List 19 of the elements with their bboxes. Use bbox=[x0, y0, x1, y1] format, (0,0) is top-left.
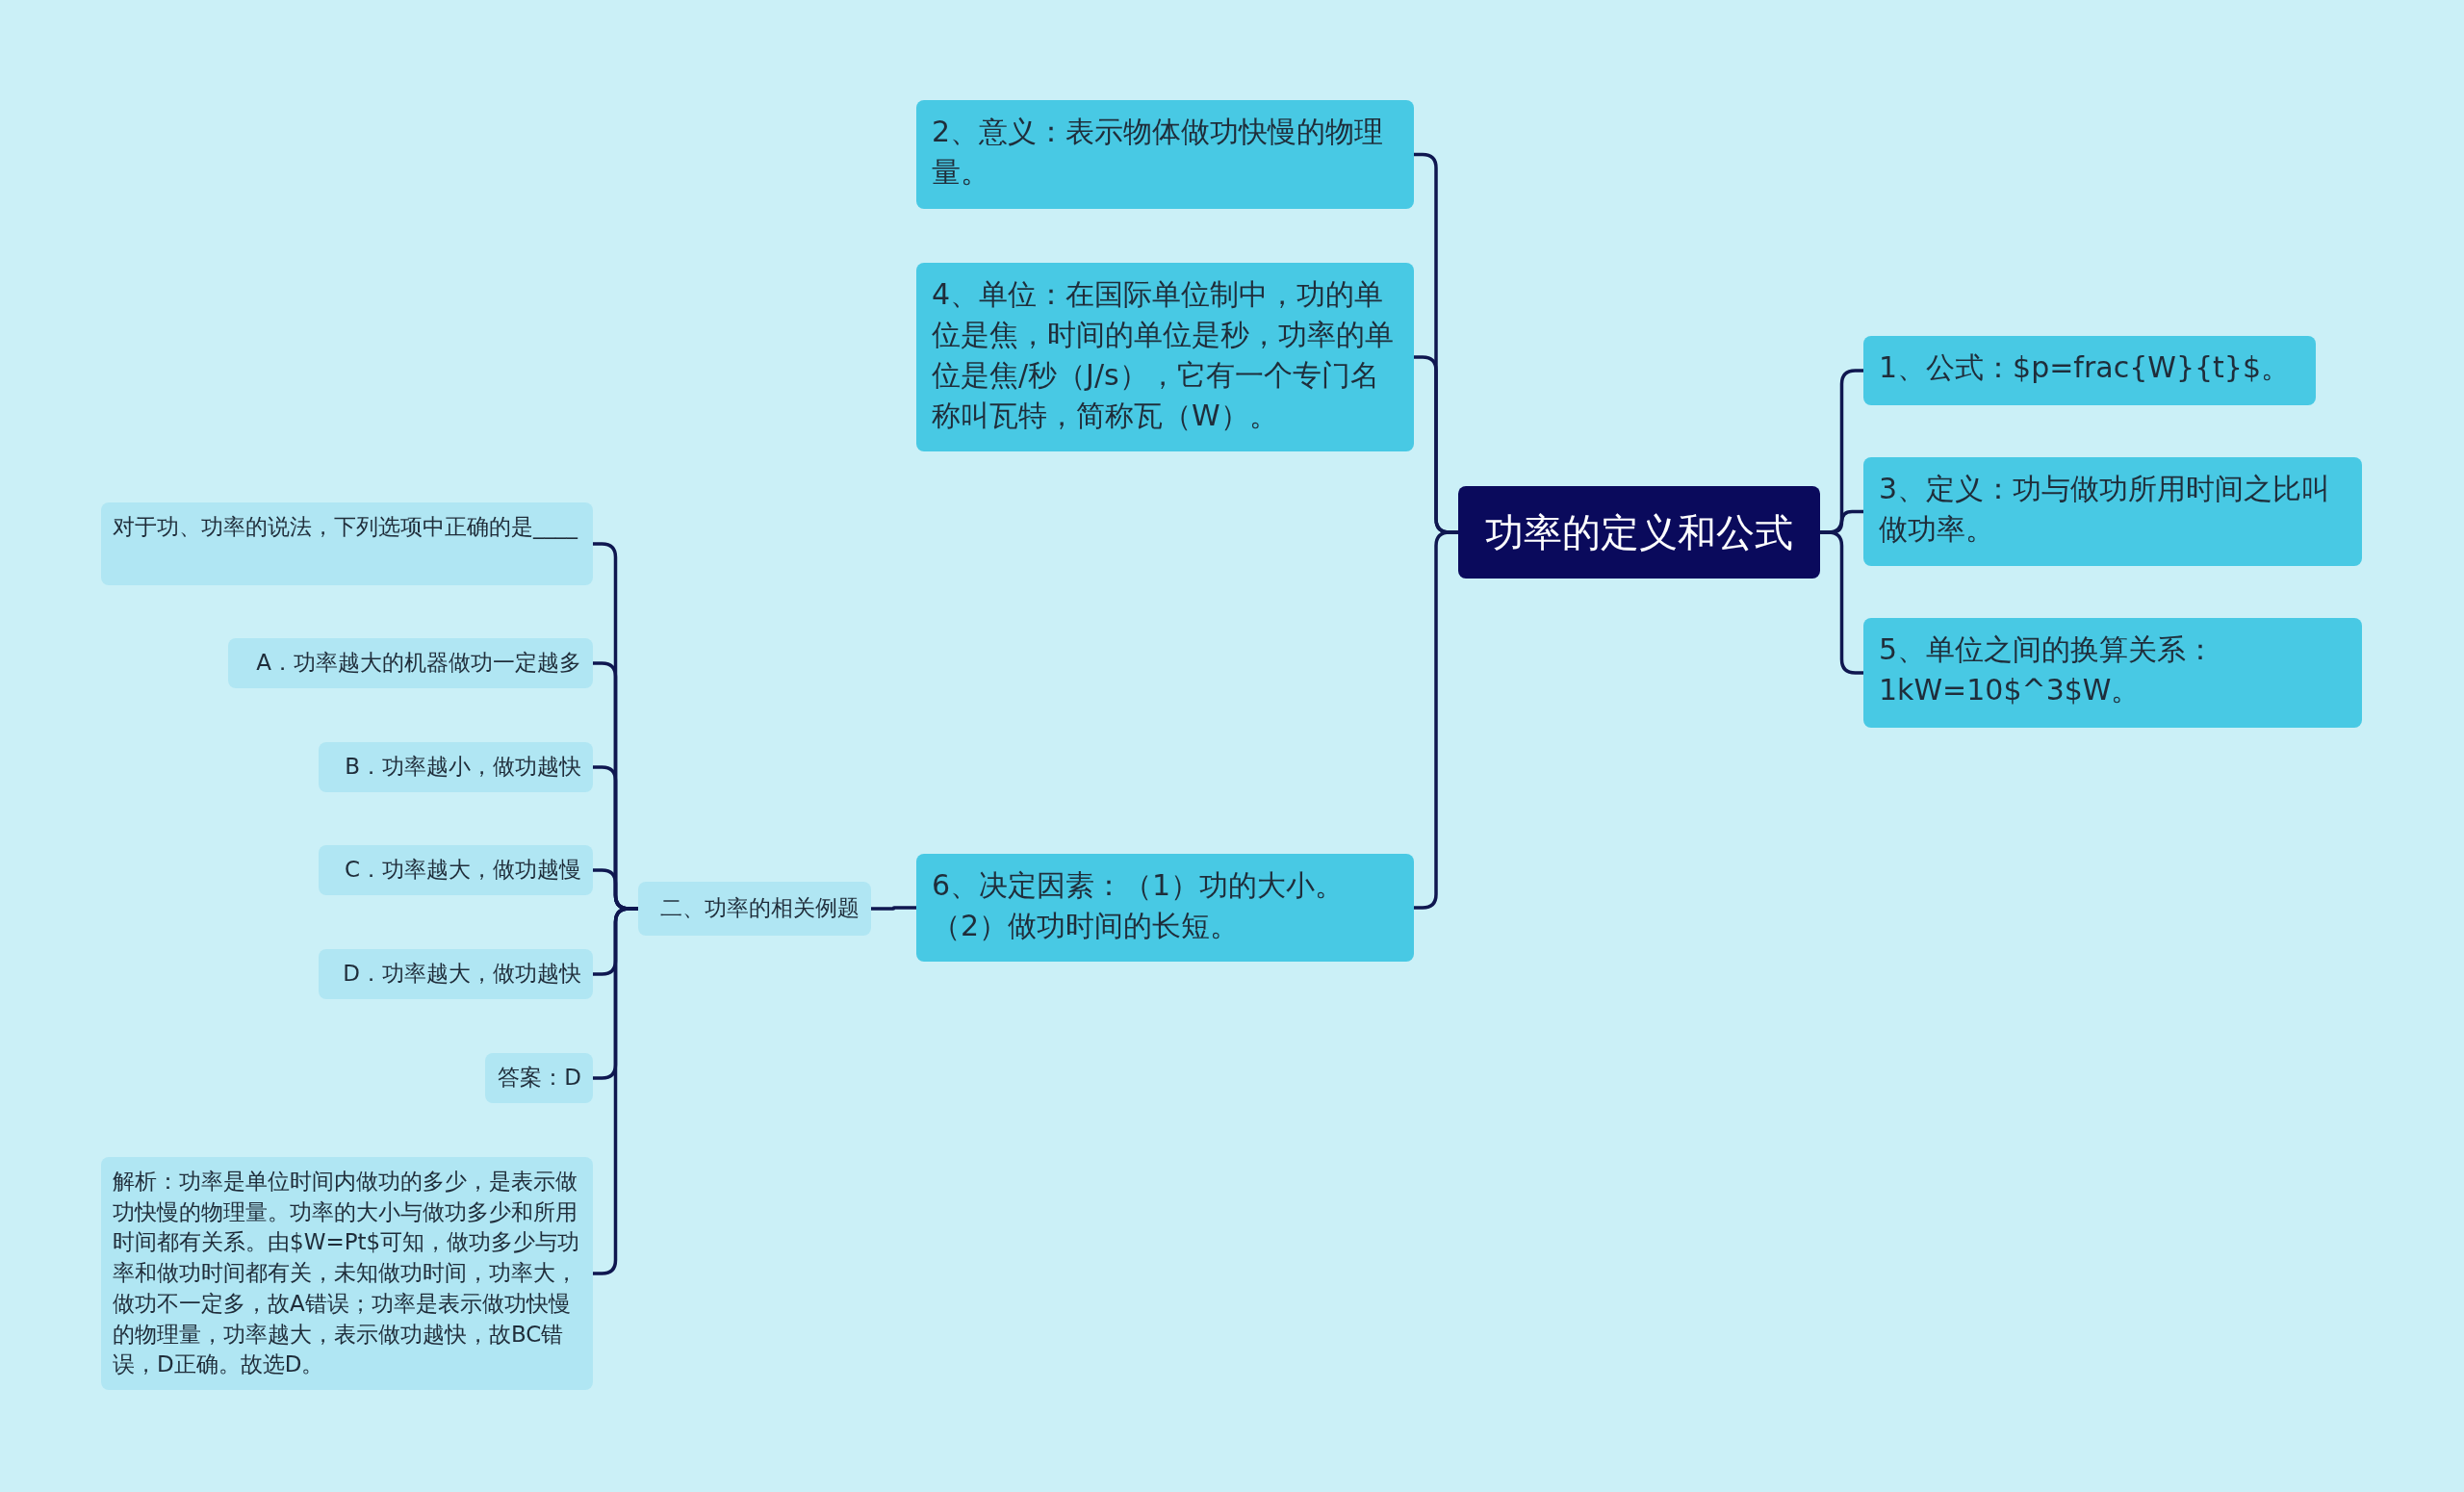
subtopic-box: 二、功率的相关例题 bbox=[638, 882, 871, 936]
central-topic-box: 功率的定义和公式 bbox=[1458, 486, 1820, 579]
option-box: A．功率越大的机器做功一定越多 bbox=[228, 638, 593, 688]
option-box: B．功率越小，做功越快 bbox=[319, 742, 593, 792]
topic-box: 3、定义：功与做功所用时间之比叫做功率。 bbox=[1863, 457, 2362, 566]
topic-box: 2、意义：表示物体做功快慢的物理量。 bbox=[916, 100, 1414, 209]
explanation-box: 解析：功率是单位时间内做功的多少，是表示做功快慢的物理量。功率的大小与做功多少和所用时间都有关系。由$W=Pt$可知，做功多少与功率和做功时间都有关，未知做功时间，功率大，做功不一定多，故A错误；功率是表示做功快慢的物理量，功率越大，表示做功越快，故BC错误，D正确。故选D。 bbox=[101, 1157, 593, 1390]
topic-box: 5、单位之间的换算关系：1kW=10$^3$W。 bbox=[1863, 618, 2362, 728]
option-box: C．功率越大，做功越慢 bbox=[319, 845, 593, 895]
topic-box: 1、公式：$p=frac{W}{t}$。 bbox=[1863, 336, 2316, 405]
connector-line bbox=[593, 907, 638, 1275]
answer-box: 答案：D bbox=[485, 1053, 593, 1103]
question-box: 对于功、功率的说法，下列选项中正确的是____ bbox=[101, 502, 593, 585]
connector-line bbox=[871, 906, 916, 911]
connector-line bbox=[1820, 530, 1863, 675]
option-box: D．功率越大，做功越快 bbox=[319, 949, 593, 999]
topic-box: 6、决定因素：（1）功的大小。（2）做功时间的长短。 bbox=[916, 854, 1414, 962]
topic-box: 4、单位：在国际单位制中，功的单位是焦，时间的单位是秒，功率的单位是焦/秒（J/s），它有一个专门名称叫瓦特，简称瓦（W）。 bbox=[916, 263, 1414, 451]
connector-line bbox=[1414, 530, 1458, 910]
